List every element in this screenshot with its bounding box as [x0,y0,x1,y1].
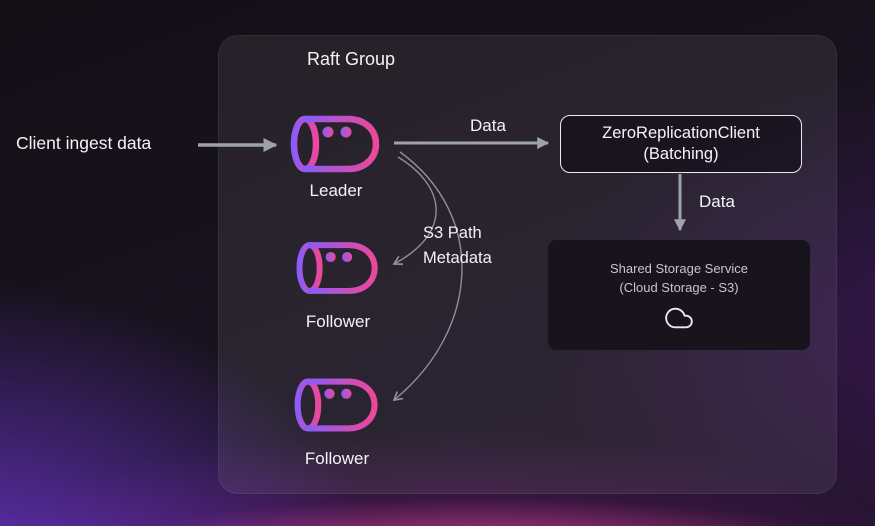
data-edge-label-right: Data [699,192,735,211]
s3-path-metadata-line1: S3 Path [423,224,482,242]
database-cylinder-icon [296,242,378,294]
zrc-subtitle: (Batching) [643,145,719,163]
s3-path-metadata-label: S3 Path Metadata [423,221,492,271]
database-cylinder-icon [290,115,380,173]
zrc-title: ZeroReplicationClient [602,124,760,142]
follower1-label: Follower [305,312,371,331]
storage-subtitle: (Cloud Storage - S3) [619,279,739,295]
leader-label: Leader [309,181,363,200]
cloud-icon [665,304,693,332]
s3-path-metadata-line2: Metadata [423,249,492,267]
zero-replication-client-box: ZeroReplicationClient (Batching) [560,115,802,173]
shared-storage-box: Shared Storage Service (Cloud Storage - … [548,240,810,350]
follower2-label: Follower [304,449,370,468]
raft-group-title: Raft Group [307,49,396,69]
database-cylinder-icon [294,378,378,432]
storage-title: Shared Storage Service [609,260,749,276]
client-ingest-label: Client ingest data [16,133,152,153]
data-edge-label-top: Data [470,116,506,135]
